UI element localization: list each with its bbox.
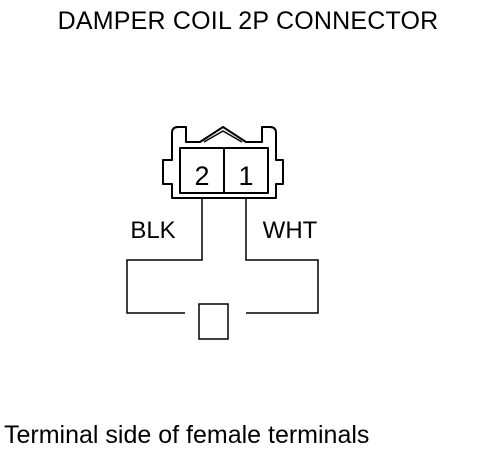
- terminal-number-2: 2: [194, 161, 209, 191]
- terminal-number-1: 1: [238, 161, 253, 191]
- wire-wht: [245, 198, 319, 314]
- wire-blk: [126, 198, 203, 314]
- damper-coil-symbol: [198, 303, 229, 340]
- diagram-title: DAMPER COIL 2P CONNECTOR: [57, 7, 439, 35]
- caption-text: Terminal side of female terminals: [4, 421, 370, 449]
- connector-housing: [162, 126, 284, 199]
- wire-label-wht: WHT: [263, 217, 318, 244]
- wiring: [126, 198, 319, 340]
- wire-label-blk: BLK: [130, 217, 175, 244]
